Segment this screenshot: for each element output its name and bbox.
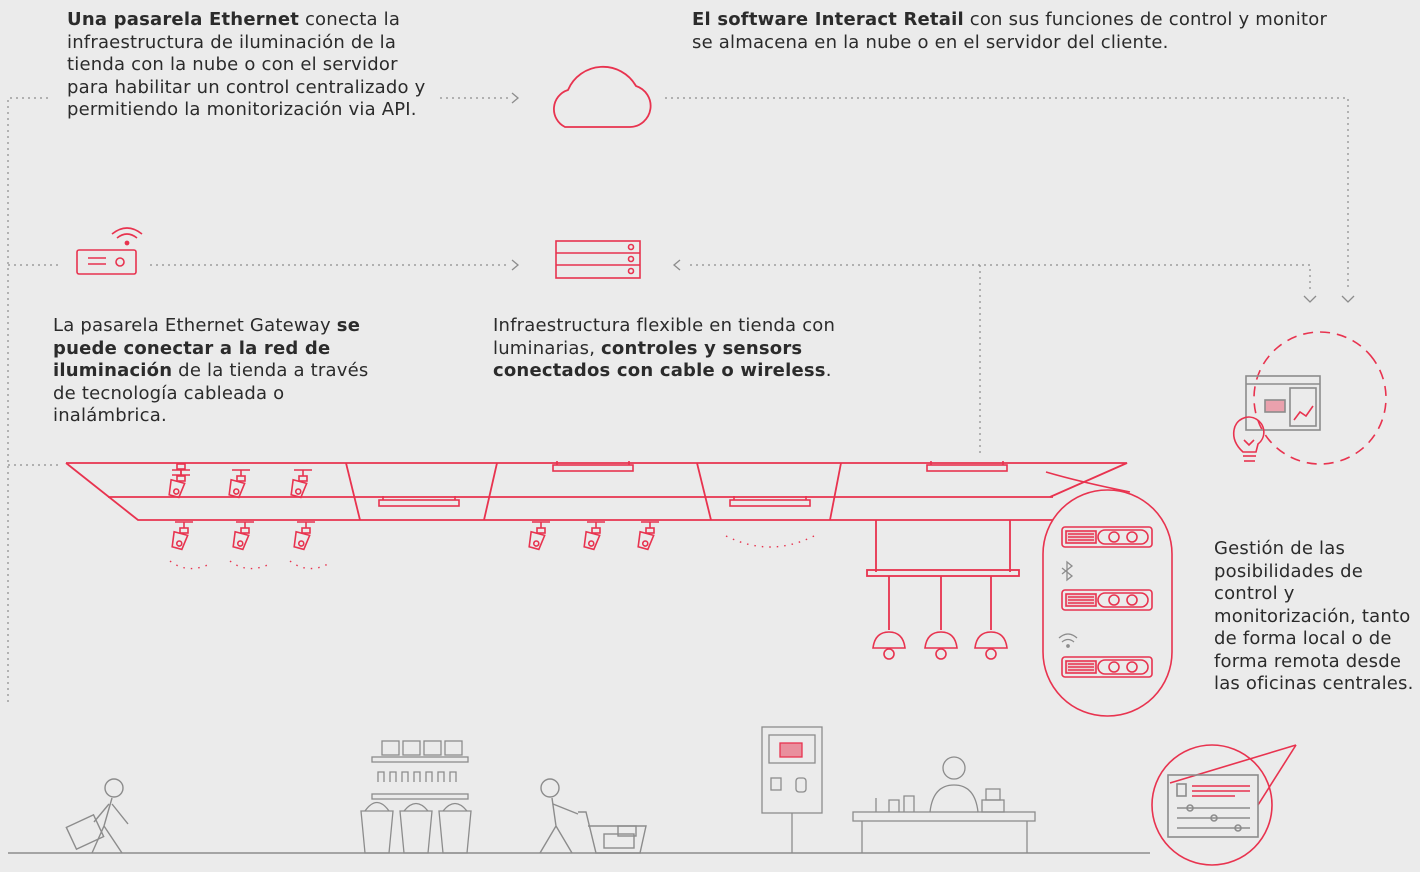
gateway-network-text: La pasarela Ethernet Gateway se puede co… [53, 315, 369, 426]
controls-callout [1042, 471, 1173, 717]
controller-module [1061, 589, 1153, 611]
bluetooth-icon [1061, 560, 1074, 582]
spotlight [230, 521, 255, 551]
lightbulb-icon [1232, 416, 1265, 462]
infrastructure-text: Infraestructura flexible en tienda con l… [493, 315, 836, 381]
wifi-icon [1058, 633, 1078, 648]
spotlight [288, 469, 313, 499]
walking-person-icon [65, 778, 129, 854]
pendant-lamp [872, 631, 906, 660]
dotted-connectors [7, 97, 1349, 705]
cloud-icon [553, 65, 652, 128]
spotlight [169, 521, 194, 551]
wifi-icon [111, 227, 143, 246]
checkout-counter-icon [852, 756, 1036, 853]
pendant-lamp [924, 631, 958, 660]
spotlight [526, 521, 551, 551]
kiosk-icon [761, 726, 823, 853]
spotlight [581, 521, 606, 551]
ceiling-structure [65, 462, 1128, 630]
shelf-icon [360, 740, 472, 854]
management-text: Gestión de las posibilidades de control … [1214, 538, 1414, 694]
spotlight [226, 469, 251, 499]
dashboard-icon [1245, 331, 1387, 465]
spotlight [635, 521, 660, 551]
spotlight [291, 521, 316, 551]
controller-module [1061, 526, 1153, 548]
software-text: El software Interact Retail con sus func… [692, 9, 1328, 53]
arrow-heads [511, 92, 1355, 303]
gateway-cloud-text: Una pasarela Ethernet conecta la infraes… [67, 9, 426, 120]
pendant-lamp [974, 631, 1008, 660]
spotlight [166, 469, 191, 499]
server-icon [555, 240, 641, 279]
tablet-control-icon [1151, 744, 1297, 866]
shopper-cart-icon [539, 778, 647, 854]
light-beams [169, 535, 815, 570]
gateway-icon [76, 249, 137, 275]
controller-module [1061, 656, 1153, 678]
